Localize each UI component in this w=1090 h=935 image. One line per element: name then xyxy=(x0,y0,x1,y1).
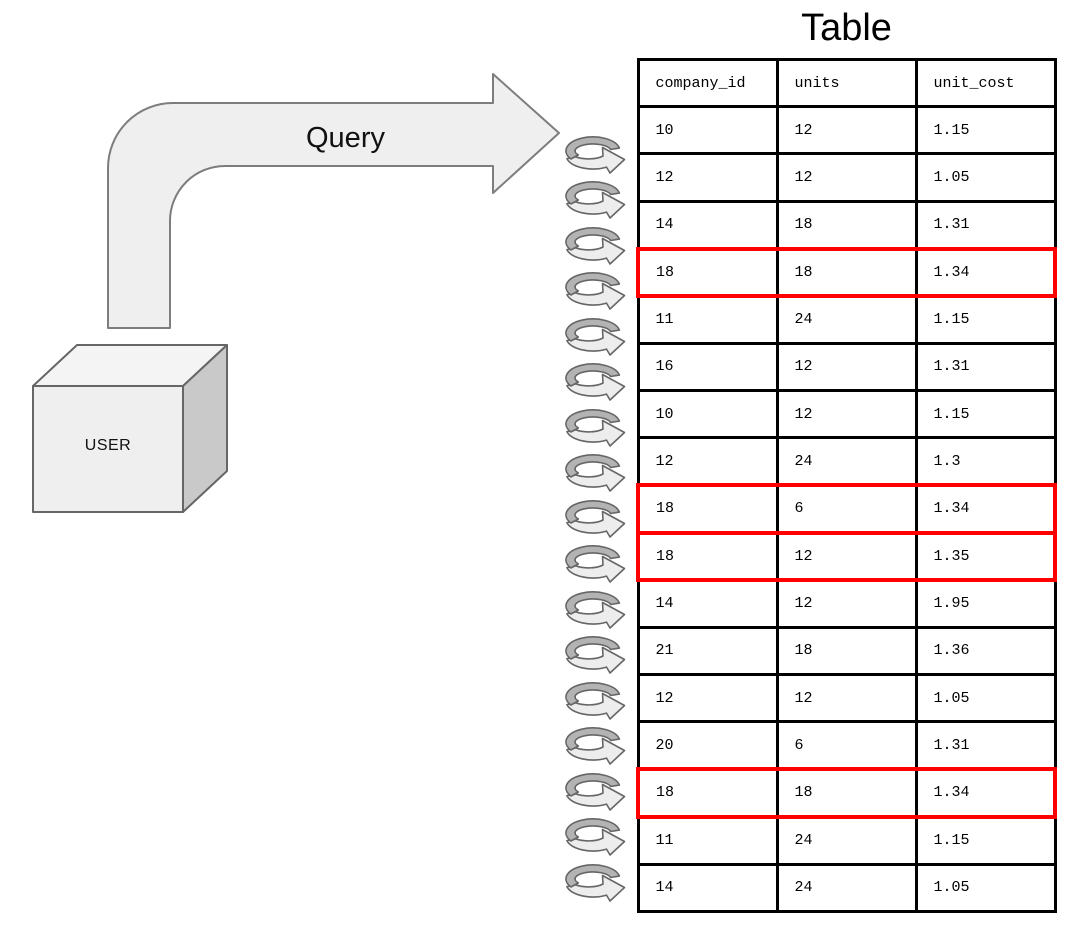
cell-company_id: 10 xyxy=(636,104,779,156)
loop-arrow-icon xyxy=(565,863,626,902)
cell-units: 6 xyxy=(775,483,918,535)
cell-unit_cost: 1.31 xyxy=(914,720,1057,771)
cell-units: 24 xyxy=(775,862,918,913)
user-box xyxy=(32,344,228,513)
cell-company_id: 18 xyxy=(636,767,779,819)
query-arrow-label: Query xyxy=(306,122,385,154)
cell-company_id: 16 xyxy=(636,341,779,393)
loop-arrow-icon xyxy=(565,727,626,765)
column-header-company_id: company_id xyxy=(636,58,779,108)
cell-unit_cost: 1.34 xyxy=(914,483,1057,535)
cell-units: 12 xyxy=(775,389,918,440)
cell-company_id: 14 xyxy=(636,862,779,913)
cell-units: 6 xyxy=(775,720,918,771)
loop-arrow-icon xyxy=(565,272,626,311)
cell-unit_cost: 1.35 xyxy=(914,530,1057,582)
cell-unit_cost: 1.15 xyxy=(914,815,1057,866)
cell-units: 24 xyxy=(775,815,918,866)
cell-company_id: 20 xyxy=(636,720,779,771)
cell-units: 12 xyxy=(775,530,918,582)
loop-arrow-icon xyxy=(565,454,626,493)
column-header-unit_cost: unit_cost xyxy=(914,58,1057,108)
cell-unit_cost: 1.05 xyxy=(914,152,1057,203)
cell-company_id: 18 xyxy=(636,483,779,535)
cell-company_id: 10 xyxy=(636,389,779,440)
cell-unit_cost: 1.15 xyxy=(914,389,1057,440)
cell-unit_cost: 1.34 xyxy=(914,246,1057,298)
cell-unit_cost: 1.34 xyxy=(914,767,1057,819)
loop-arrow-icon xyxy=(565,499,626,538)
loop-arrow-icon xyxy=(565,590,626,629)
loop-arrow-icon xyxy=(565,681,626,720)
cell-company_id: 12 xyxy=(636,673,779,724)
loop-arrow-icon xyxy=(565,363,626,402)
cell-units: 12 xyxy=(775,673,918,724)
user-box-label: USER xyxy=(84,437,132,454)
cell-unit_cost: 1.15 xyxy=(914,294,1057,345)
cell-units: 18 xyxy=(775,199,918,251)
cell-units: 12 xyxy=(775,578,918,629)
loop-arrow-icon xyxy=(565,545,626,584)
loop-arrow-icon xyxy=(565,181,626,220)
cell-units: 24 xyxy=(775,294,918,345)
cell-unit_cost: 1.15 xyxy=(914,104,1057,156)
loop-arrow-icon xyxy=(565,408,626,447)
cell-company_id: 14 xyxy=(636,578,779,629)
cell-company_id: 11 xyxy=(636,294,779,345)
cell-units: 18 xyxy=(775,767,918,819)
cell-units: 18 xyxy=(775,625,918,677)
cell-company_id: 21 xyxy=(636,625,779,677)
cell-unit_cost: 1.3 xyxy=(914,436,1057,487)
cell-company_id: 12 xyxy=(636,436,779,487)
cell-unit_cost: 1.95 xyxy=(914,578,1057,629)
cell-unit_cost: 1.05 xyxy=(914,862,1057,913)
cell-company_id: 11 xyxy=(636,815,779,866)
cell-units: 18 xyxy=(775,246,918,298)
cell-unit_cost: 1.31 xyxy=(914,199,1057,251)
cell-unit_cost: 1.31 xyxy=(914,341,1057,393)
cell-company_id: 12 xyxy=(636,152,779,203)
cell-unit_cost: 1.05 xyxy=(914,673,1057,724)
cell-units: 24 xyxy=(775,436,918,487)
cell-company_id: 18 xyxy=(636,530,779,582)
query-arrow-icon xyxy=(107,73,560,329)
table-title: Table xyxy=(801,7,892,49)
cell-unit_cost: 1.36 xyxy=(914,625,1057,677)
cell-units: 12 xyxy=(775,152,918,203)
cell-units: 12 xyxy=(775,104,918,156)
column-header-units: units xyxy=(775,58,918,108)
loop-arrow-icon xyxy=(565,136,626,174)
loop-arrow-icon xyxy=(565,772,626,811)
loop-arrow-icon xyxy=(565,317,626,356)
loop-arrow-icon xyxy=(565,636,626,674)
cell-company_id: 18 xyxy=(636,246,779,298)
loop-arrow-icon xyxy=(565,227,626,265)
loop-arrow-icon xyxy=(565,818,626,856)
cell-units: 12 xyxy=(775,341,918,393)
cell-company_id: 14 xyxy=(636,199,779,251)
